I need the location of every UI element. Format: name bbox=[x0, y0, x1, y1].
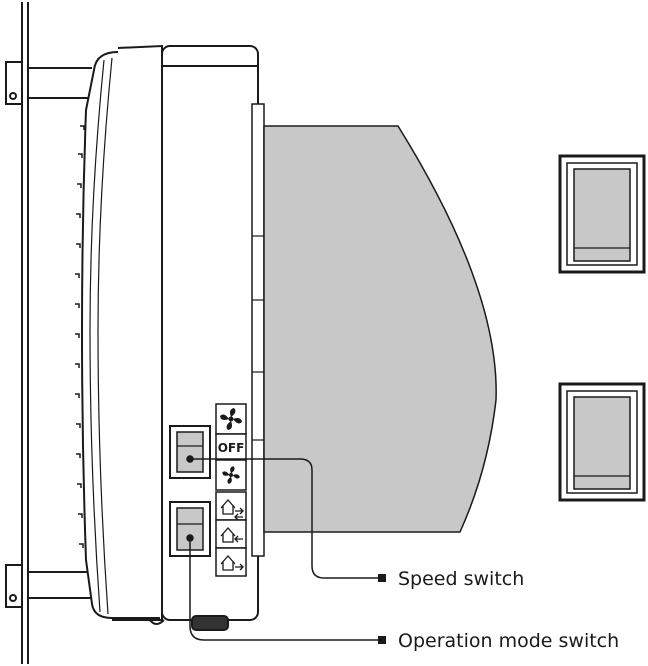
switch-detail-lower bbox=[558, 382, 646, 502]
mode-switch-panel bbox=[215, 491, 247, 577]
operation-mode-switch-label: Operation mode switch bbox=[398, 630, 619, 652]
front-grille-marks bbox=[75, 125, 85, 548]
operation-mode-switch[interactable] bbox=[169, 501, 211, 557]
off-label: OFF bbox=[218, 441, 245, 455]
off-label-box bbox=[215, 433, 247, 461]
house-supply-icon bbox=[215, 519, 247, 549]
speed-switch-label: Speed switch bbox=[398, 568, 524, 590]
house-exhaust-icon bbox=[215, 547, 247, 577]
speed-switch[interactable] bbox=[169, 425, 211, 479]
callout-leaders bbox=[186, 455, 380, 641]
switch-detail-upper bbox=[558, 154, 646, 274]
wall-mounting-plate bbox=[5, 2, 92, 664]
mode-callout-marker bbox=[378, 636, 386, 644]
speed-switch-panel: OFF bbox=[215, 403, 247, 491]
fan-low-icon bbox=[215, 459, 247, 491]
speed-callout-marker bbox=[378, 574, 386, 582]
duct-section bbox=[263, 125, 497, 533]
house-exchange-icon bbox=[215, 491, 247, 521]
